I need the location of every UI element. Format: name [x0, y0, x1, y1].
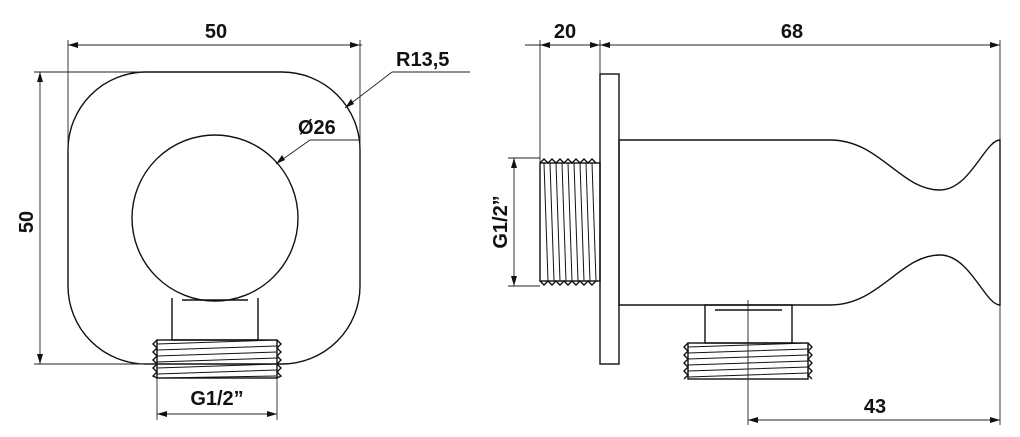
arrow	[600, 42, 610, 48]
arrow	[511, 158, 517, 168]
arrow	[157, 411, 167, 417]
arrow	[37, 354, 43, 364]
side-thread-label: G1/2”	[490, 195, 512, 248]
arrow	[68, 42, 78, 48]
front-thread-dimension: G1/2”	[156, 378, 278, 420]
arrow	[990, 417, 1000, 423]
radius-label: R13,5	[396, 49, 449, 71]
side-main-body	[618, 139, 1001, 306]
side-outlet-dimension: 43	[747, 300, 1001, 425]
arrow	[748, 417, 758, 423]
outlet-thread-left-teeth	[683, 342, 689, 380]
front-thread-outline	[156, 339, 278, 379]
arrow	[511, 276, 517, 286]
diameter-callout: Ø26	[275, 117, 360, 165]
front-thread-left-teeth	[151, 339, 158, 379]
arrow	[540, 42, 550, 48]
arrow	[990, 42, 1000, 48]
front-view: 50 50 R13,5 Ø26	[16, 21, 470, 420]
front-thread-lines	[156, 339, 278, 379]
inlet-thread-lines	[543, 162, 597, 282]
front-height-dimension: 50	[16, 71, 160, 365]
side-flange-plate	[599, 73, 620, 365]
arrow	[350, 42, 360, 48]
front-thread	[151, 339, 283, 379]
inlet-thread-bottom-teeth	[539, 280, 597, 286]
side-inlet-thread-dimension: G1/2”	[490, 157, 540, 287]
front-thread-label: G1/2”	[190, 388, 243, 410]
flange-dim-label: 20	[554, 21, 576, 43]
outlet-dim-label: 43	[864, 396, 886, 418]
front-height-label: 50	[16, 211, 38, 233]
outlet-neck	[704, 304, 793, 344]
front-body-outline	[67, 71, 361, 365]
leader-line	[344, 71, 393, 109]
front-center-circle	[131, 134, 299, 302]
front-outlet-neck	[171, 298, 259, 341]
inlet-thread-outline	[539, 162, 601, 282]
arrow	[267, 411, 277, 417]
arrow	[37, 72, 43, 82]
side-top-dimensions: 20 68	[525, 21, 1001, 162]
arrow	[276, 155, 285, 164]
inlet-thread-top-teeth	[539, 158, 597, 164]
outlet-thread-right-teeth	[807, 342, 813, 380]
arrow	[345, 99, 354, 108]
front-width-label: 50	[205, 21, 227, 43]
front-thread-right-teeth	[276, 339, 283, 379]
radius-callout: R13,5	[344, 49, 470, 109]
arrow	[590, 42, 600, 48]
front-width-dimension: 50	[67, 21, 362, 150]
length-dim-label: 68	[781, 21, 803, 43]
diameter-label: Ø26	[298, 117, 336, 139]
side-inlet-thread	[539, 158, 601, 286]
side-view: 20 68 G1/2” 43	[490, 21, 1001, 425]
